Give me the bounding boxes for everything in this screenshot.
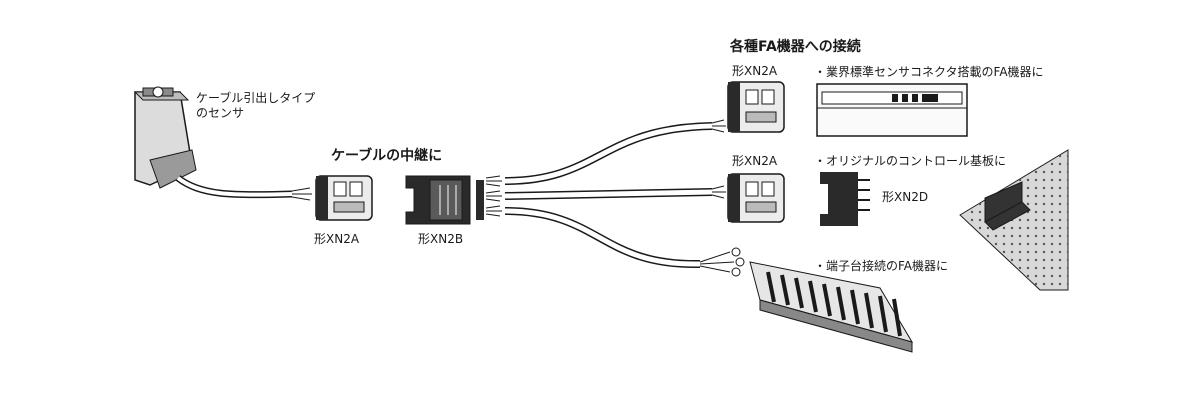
sensor-label-line1: ケーブル引出しタイプ <box>196 91 316 105</box>
connector-xn2a-relay <box>315 175 373 221</box>
model-label-xn2a-relay: 形XN2A <box>314 232 360 246</box>
model-label-xn2a-top: 形XN2A <box>732 64 778 78</box>
connector-xn2a-middle <box>727 173 785 223</box>
control-board <box>959 149 1069 291</box>
bullet-terminal-block: ・端子台接続のFA機器に <box>814 259 949 273</box>
bullet-standard-sensor-connector: ・業界標準センサコネクタ搭載のFA機器に <box>814 65 1044 79</box>
fa-device-panel <box>816 83 968 137</box>
cable-end-wires <box>699 119 735 273</box>
branch-cables <box>504 122 713 269</box>
terminal-block <box>749 261 914 353</box>
connector-xn2a-top <box>727 81 785 133</box>
model-label-xn2d: 形XN2D <box>882 190 929 204</box>
sensor-device <box>133 86 197 189</box>
sensor-cable-wires <box>291 187 312 201</box>
model-label-xn2a-middle: 形XN2A <box>732 154 778 168</box>
connect-heading: 各種FA機器への接続 <box>730 39 861 55</box>
bullet-original-control-board: ・オリジナルのコントロール基板に <box>814 154 1007 168</box>
ring-terminals <box>731 247 745 277</box>
model-label-xn2b: 形XN2B <box>418 232 464 246</box>
relay-heading: ケーブルの中継に <box>331 148 443 164</box>
sensor-label-line2: のセンサ <box>196 106 245 120</box>
xn2b-wires <box>485 175 502 217</box>
connector-xn2d <box>820 172 870 226</box>
connector-xn2b <box>405 175 484 225</box>
